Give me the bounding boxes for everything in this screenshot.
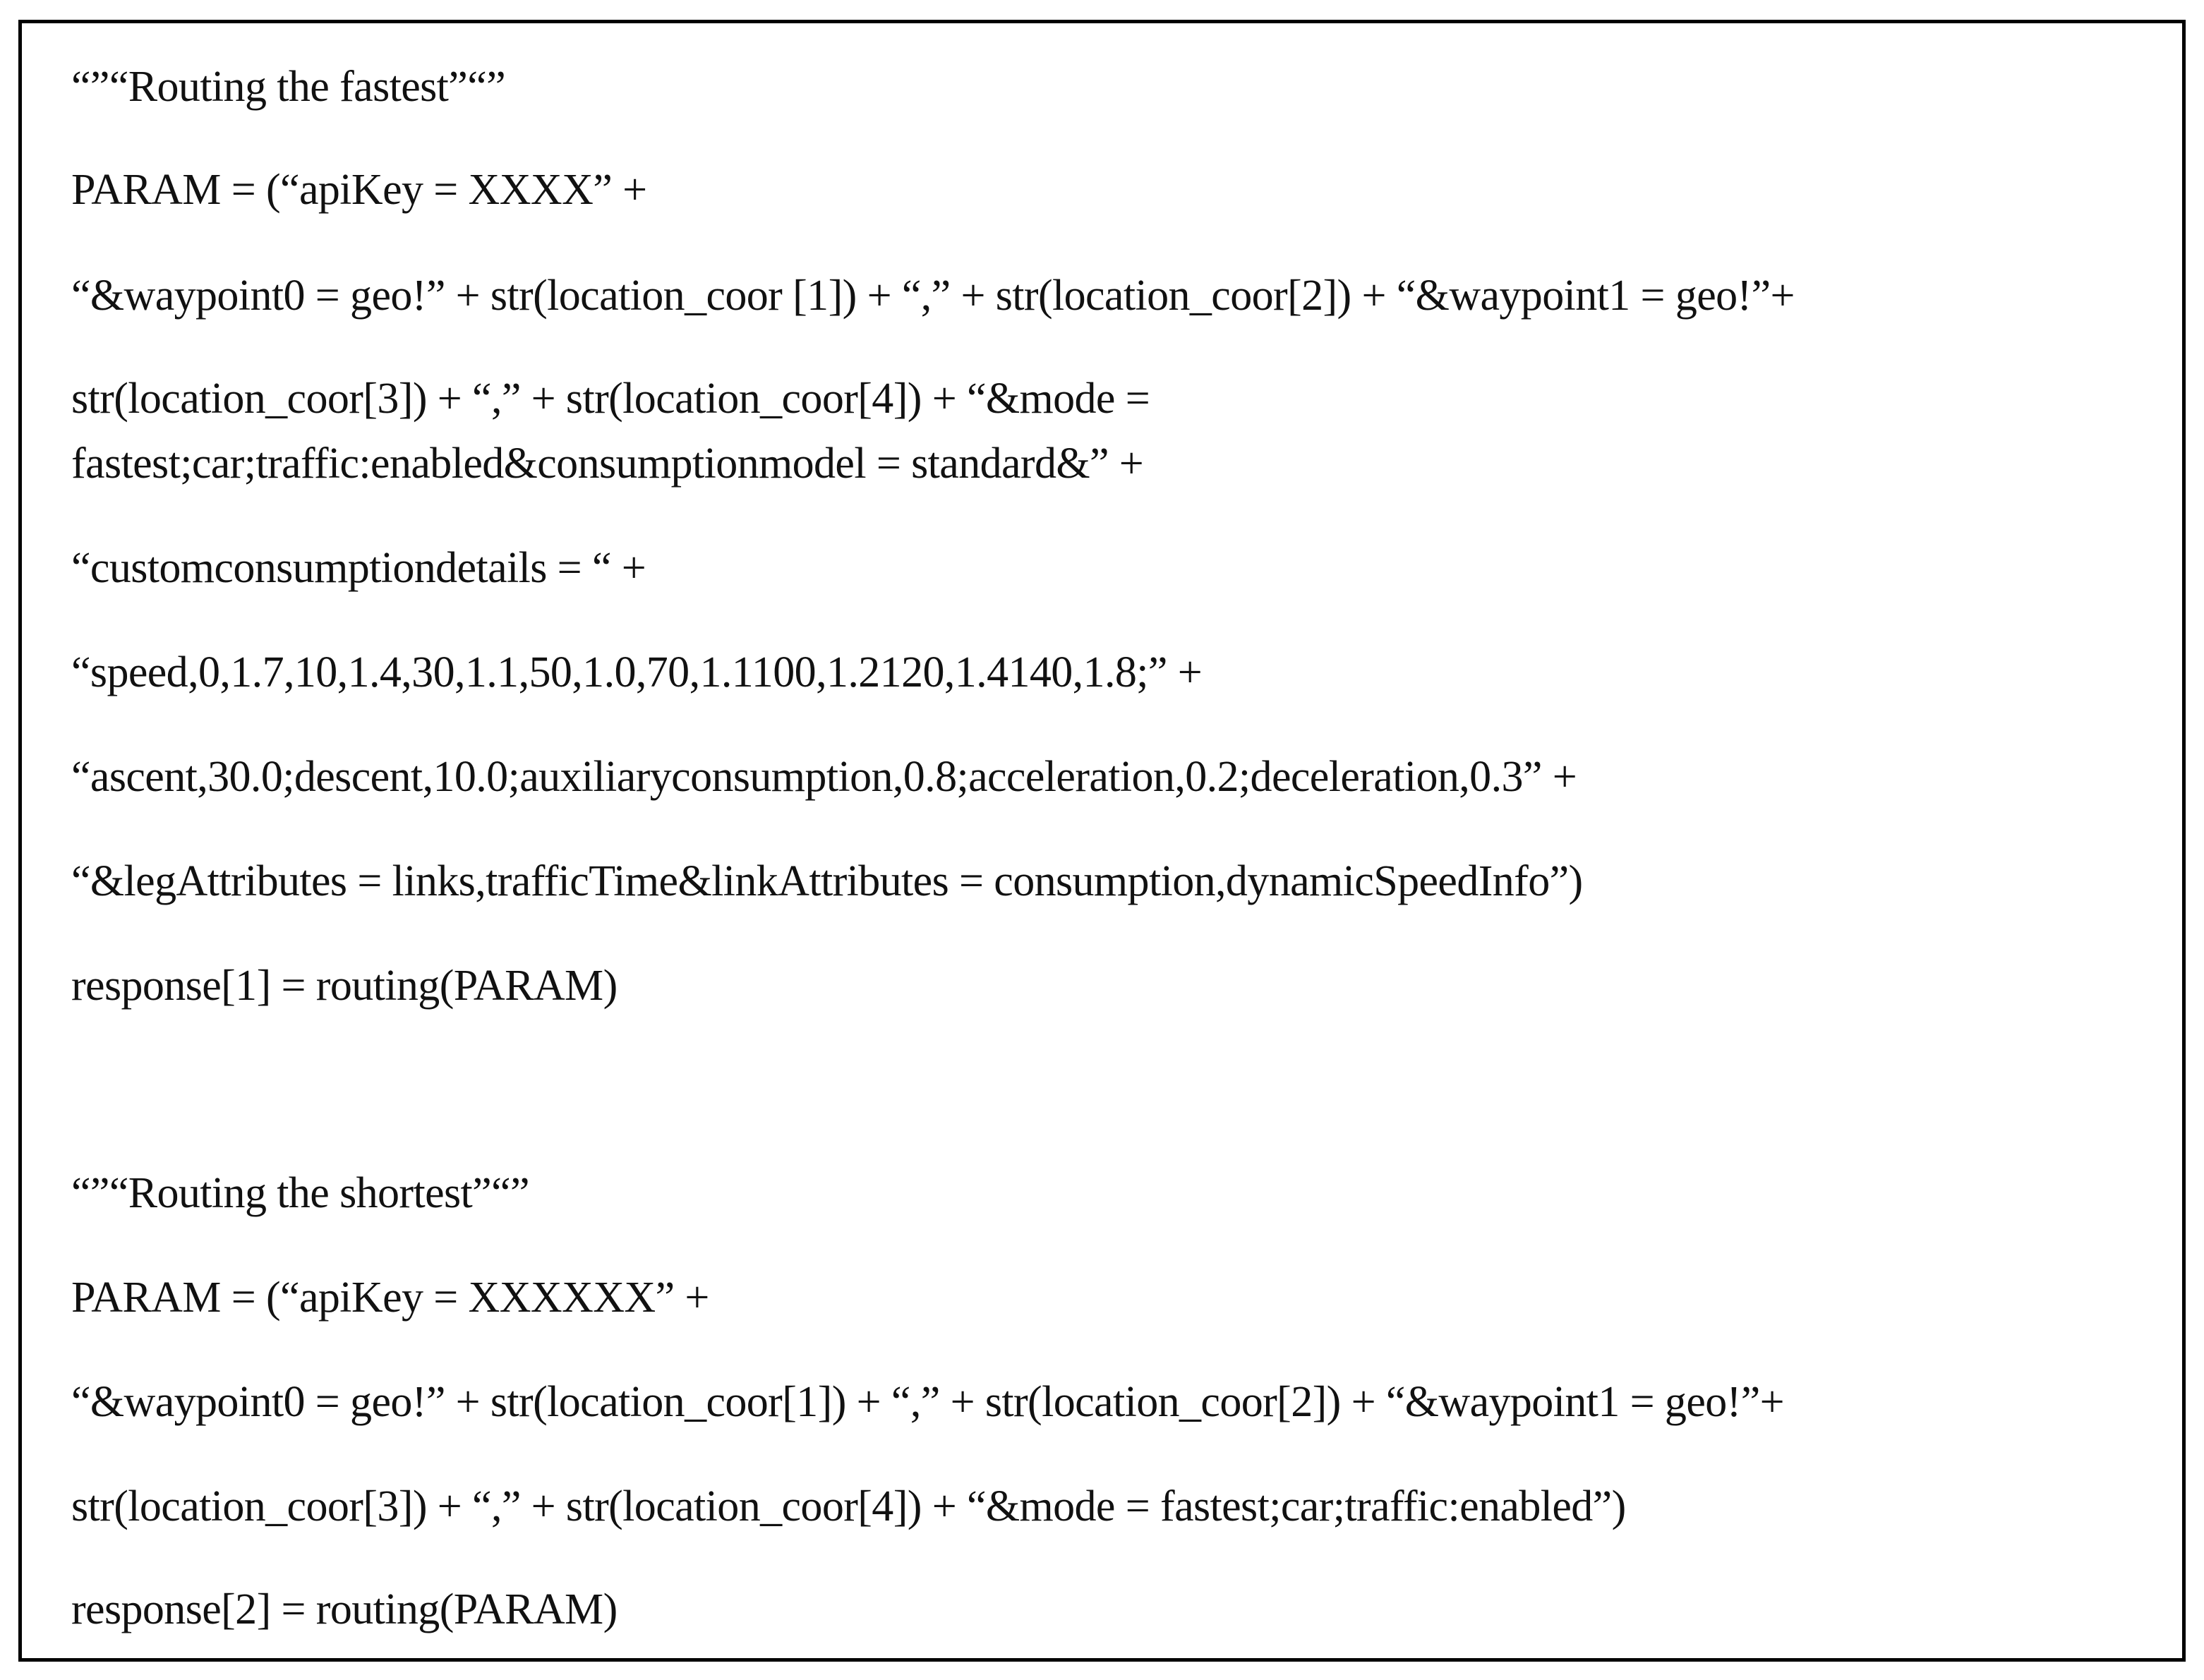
code-line-mode-fastest: str(location_coor[3]) + “,” + str(locati…: [71, 375, 1150, 423]
code-line-mode-shortest: str(location_coor[3]) + “,” + str(locati…: [71, 1482, 1626, 1530]
code-line-custom-consumption: “customconsumptiondetails = “ +: [71, 544, 646, 592]
code-line-ascent: “ascent,30.0;descent,10.0;auxiliaryconsu…: [71, 753, 1577, 801]
code-line-response-1: response[1] = routing(PARAM): [71, 962, 618, 1010]
code-line-consumption-model: fastest;car;traffic:enabled&consumptionm…: [71, 440, 1144, 488]
code-box: “”“Routing the fastest”“” PARAM = (“apiK…: [18, 20, 2186, 1662]
comment-routing-shortest: “”“Routing the shortest”“”: [71, 1169, 530, 1217]
code-line-leg-attributes: “&legAttributes = links,trafficTime&link…: [71, 857, 1583, 905]
code-line-waypoints-fastest: “&waypoint0 = geo!” + str(location_coor …: [71, 272, 1795, 320]
code-line-waypoints-shortest: “&waypoint0 = geo!” + str(location_coor[…: [71, 1378, 1785, 1426]
comment-routing-fastest: “”“Routing the fastest”“”: [71, 63, 506, 111]
code-line-param-shortest: PARAM = (“apiKey = XXXXXX” +: [71, 1274, 709, 1322]
code-line-param-fastest: PARAM = (“apiKey = XXXX” +: [71, 166, 647, 214]
code-line-response-2: response[2] = routing(PARAM): [71, 1585, 618, 1633]
code-line-speed: “speed,0,1.7,10,1.4,30,1.1,50,1.0,70,1.1…: [71, 648, 1203, 696]
